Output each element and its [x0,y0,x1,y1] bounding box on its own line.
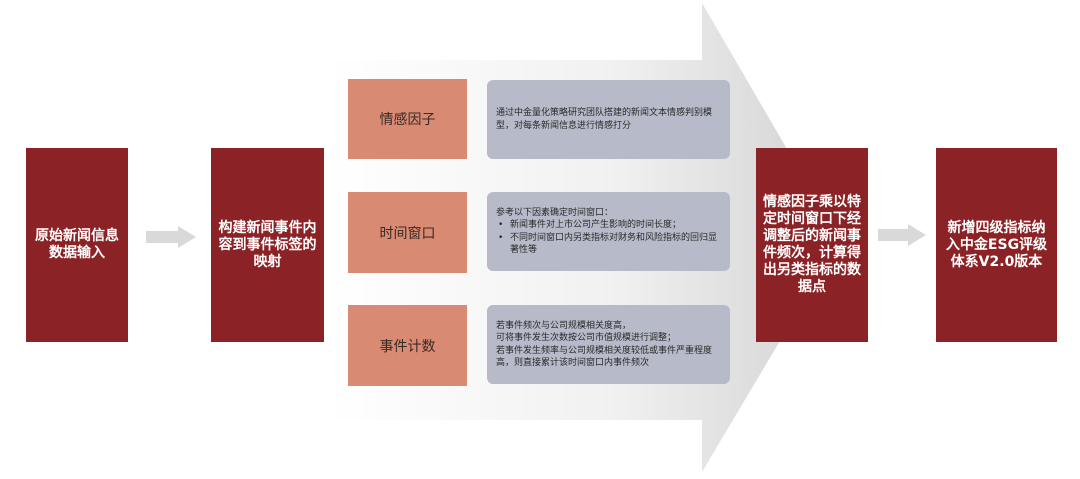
factor-sentiment-description: 通过中金量化策略研究团队搭建的新闻文本情感判别模型，对每条新闻信息进行情感打分 [487,80,730,159]
factor-event-count-description: 若事件频次与公司规模相关度高， 可将事件发生次数按公司市值规模进行调整； 若事件… [487,305,730,384]
arrow-connector-2 [878,224,926,246]
factor-time-window-bullet: 不同时间窗口内另类指标对财务和风险指标的回归显著性等 [496,232,721,257]
factor-time-window: 时间窗口 [348,192,467,273]
factor-time-window-intro: 参考以下因素确定时间窗口： [496,207,614,218]
factor-time-window-description: 参考以下因素确定时间窗口： 新闻事件对上市公司产生影响的时间长度； 不同时间窗口… [487,192,730,271]
step-compute-indicator-label: 情感因子乘以特定时间窗口下经调整后的新闻事件频次，计算得出另类指标的数据点 [763,194,861,295]
factor-event-count: 事件计数 [348,305,467,386]
factor-sentiment-description-text: 通过中金量化策略研究团队搭建的新闻文本情感判别模型，对每条新闻信息进行情感打分 [496,108,713,131]
step-esg-rating-v2: 新增四级指标纳入中金ESG评级体系V2.0版本 [936,148,1057,342]
step-raw-news-input-label: 原始新闻信息数据输入 [35,228,119,261]
factor-sentiment-label: 情感因子 [379,112,436,128]
step-esg-rating-v2-label: 新增四级指标纳入中金ESG评级体系V2.0版本 [945,219,1048,270]
step-event-tag-mapping: 构建新闻事件内容到事件标签的映射 [211,148,324,342]
factor-time-window-label: 时间窗口 [379,225,436,242]
factor-time-window-bullet: 新闻事件对上市公司产生影响的时间长度； [496,219,721,232]
factor-sentiment: 情感因子 [348,79,467,159]
factor-event-count-line: 可将事件发生次数按公司市值规模进行调整； [496,333,677,343]
factor-event-count-label: 事件计数 [379,338,436,355]
arrow-connector-1 [146,226,196,248]
step-raw-news-input: 原始新闻信息数据输入 [26,148,128,342]
step-compute-indicator: 情感因子乘以特定时间窗口下经调整后的新闻事件频次，计算得出另类指标的数据点 [756,148,868,342]
factor-event-count-line: 若事件频次与公司规模相关度高， [496,320,632,331]
step-event-tag-mapping-label: 构建新闻事件内容到事件标签的映射 [218,219,317,270]
factor-event-count-line: 若事件发生频率与公司规模相关度较低或事件严重程度高，则直接累计该时间窗口内事件频… [496,345,713,369]
